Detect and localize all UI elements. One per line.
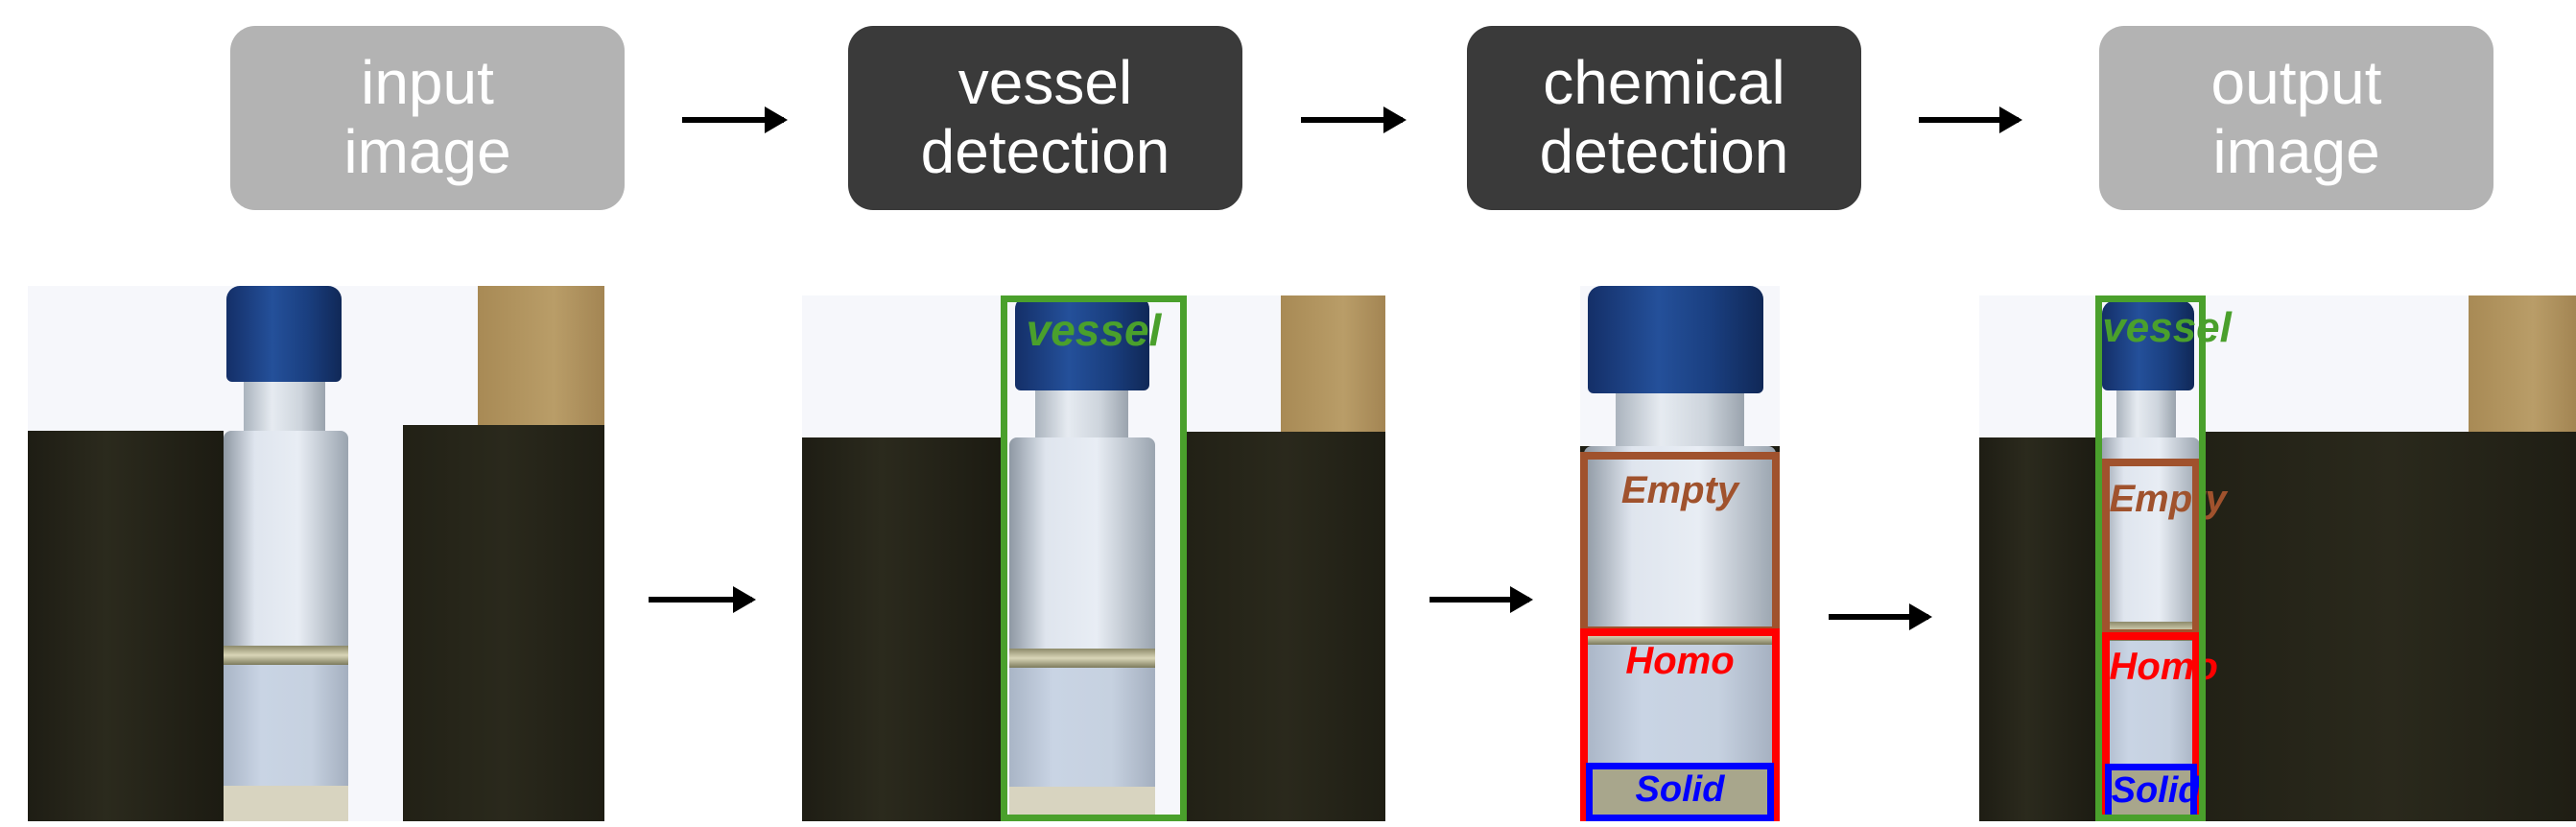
vial-cap <box>2101 300 2194 390</box>
vessel-label: vessel <box>2102 304 2232 351</box>
left-block <box>802 437 1001 821</box>
cardboard <box>2469 295 2576 443</box>
vessel-bounding-box: vessel <box>2095 295 2232 821</box>
vessel-detection-photo: vessel <box>802 295 1385 821</box>
homo-label: Homo <box>1625 640 1735 683</box>
right-block <box>1187 432 1385 821</box>
step-vessel-detection: vessel detection <box>848 26 1242 210</box>
left-block <box>28 430 225 821</box>
vessel-label: vessel <box>1026 305 1162 355</box>
arrow-right-icon <box>682 106 788 133</box>
vial-cap <box>1014 295 1149 390</box>
vessel-bounding-box: vessel <box>1000 295 1188 821</box>
chemical-detection-photo: Empty Homo Solid <box>1580 286 1780 821</box>
step-chemical-detection: chemical detection <box>1467 26 1861 210</box>
solid-label: Solid <box>2111 769 2201 811</box>
arrow-right-icon <box>1301 106 1406 133</box>
empty-label: Empty <box>2109 477 2227 520</box>
solid-bounding-box: Solid <box>1586 762 1774 821</box>
empty-bounding-box: Empty <box>1580 451 1780 634</box>
output-image-photo: Empty Homo Solid vessel <box>1979 295 2576 821</box>
arrow-right-icon <box>1430 586 1533 613</box>
input-image-photo <box>28 286 604 821</box>
cardboard <box>477 286 604 437</box>
step-input-image: input image <box>230 26 625 210</box>
vial-body <box>224 430 348 821</box>
arrow-right-icon <box>1919 106 2022 133</box>
cardboard <box>1280 295 1385 443</box>
solid-label: Solid <box>1635 768 1725 810</box>
left-block <box>1979 437 2099 821</box>
arrow-right-icon <box>1829 603 1932 630</box>
empty-label: Empty <box>1620 468 1739 511</box>
right-block <box>2206 432 2576 821</box>
vial-neck <box>1616 382 1744 458</box>
step-output-image: output image <box>2099 26 2493 210</box>
right-block <box>402 425 604 821</box>
arrow-right-icon <box>649 586 756 613</box>
solid-bounding-box: Solid <box>2104 763 2201 821</box>
vial-cap <box>225 286 342 383</box>
vial-cap <box>1588 286 1764 393</box>
